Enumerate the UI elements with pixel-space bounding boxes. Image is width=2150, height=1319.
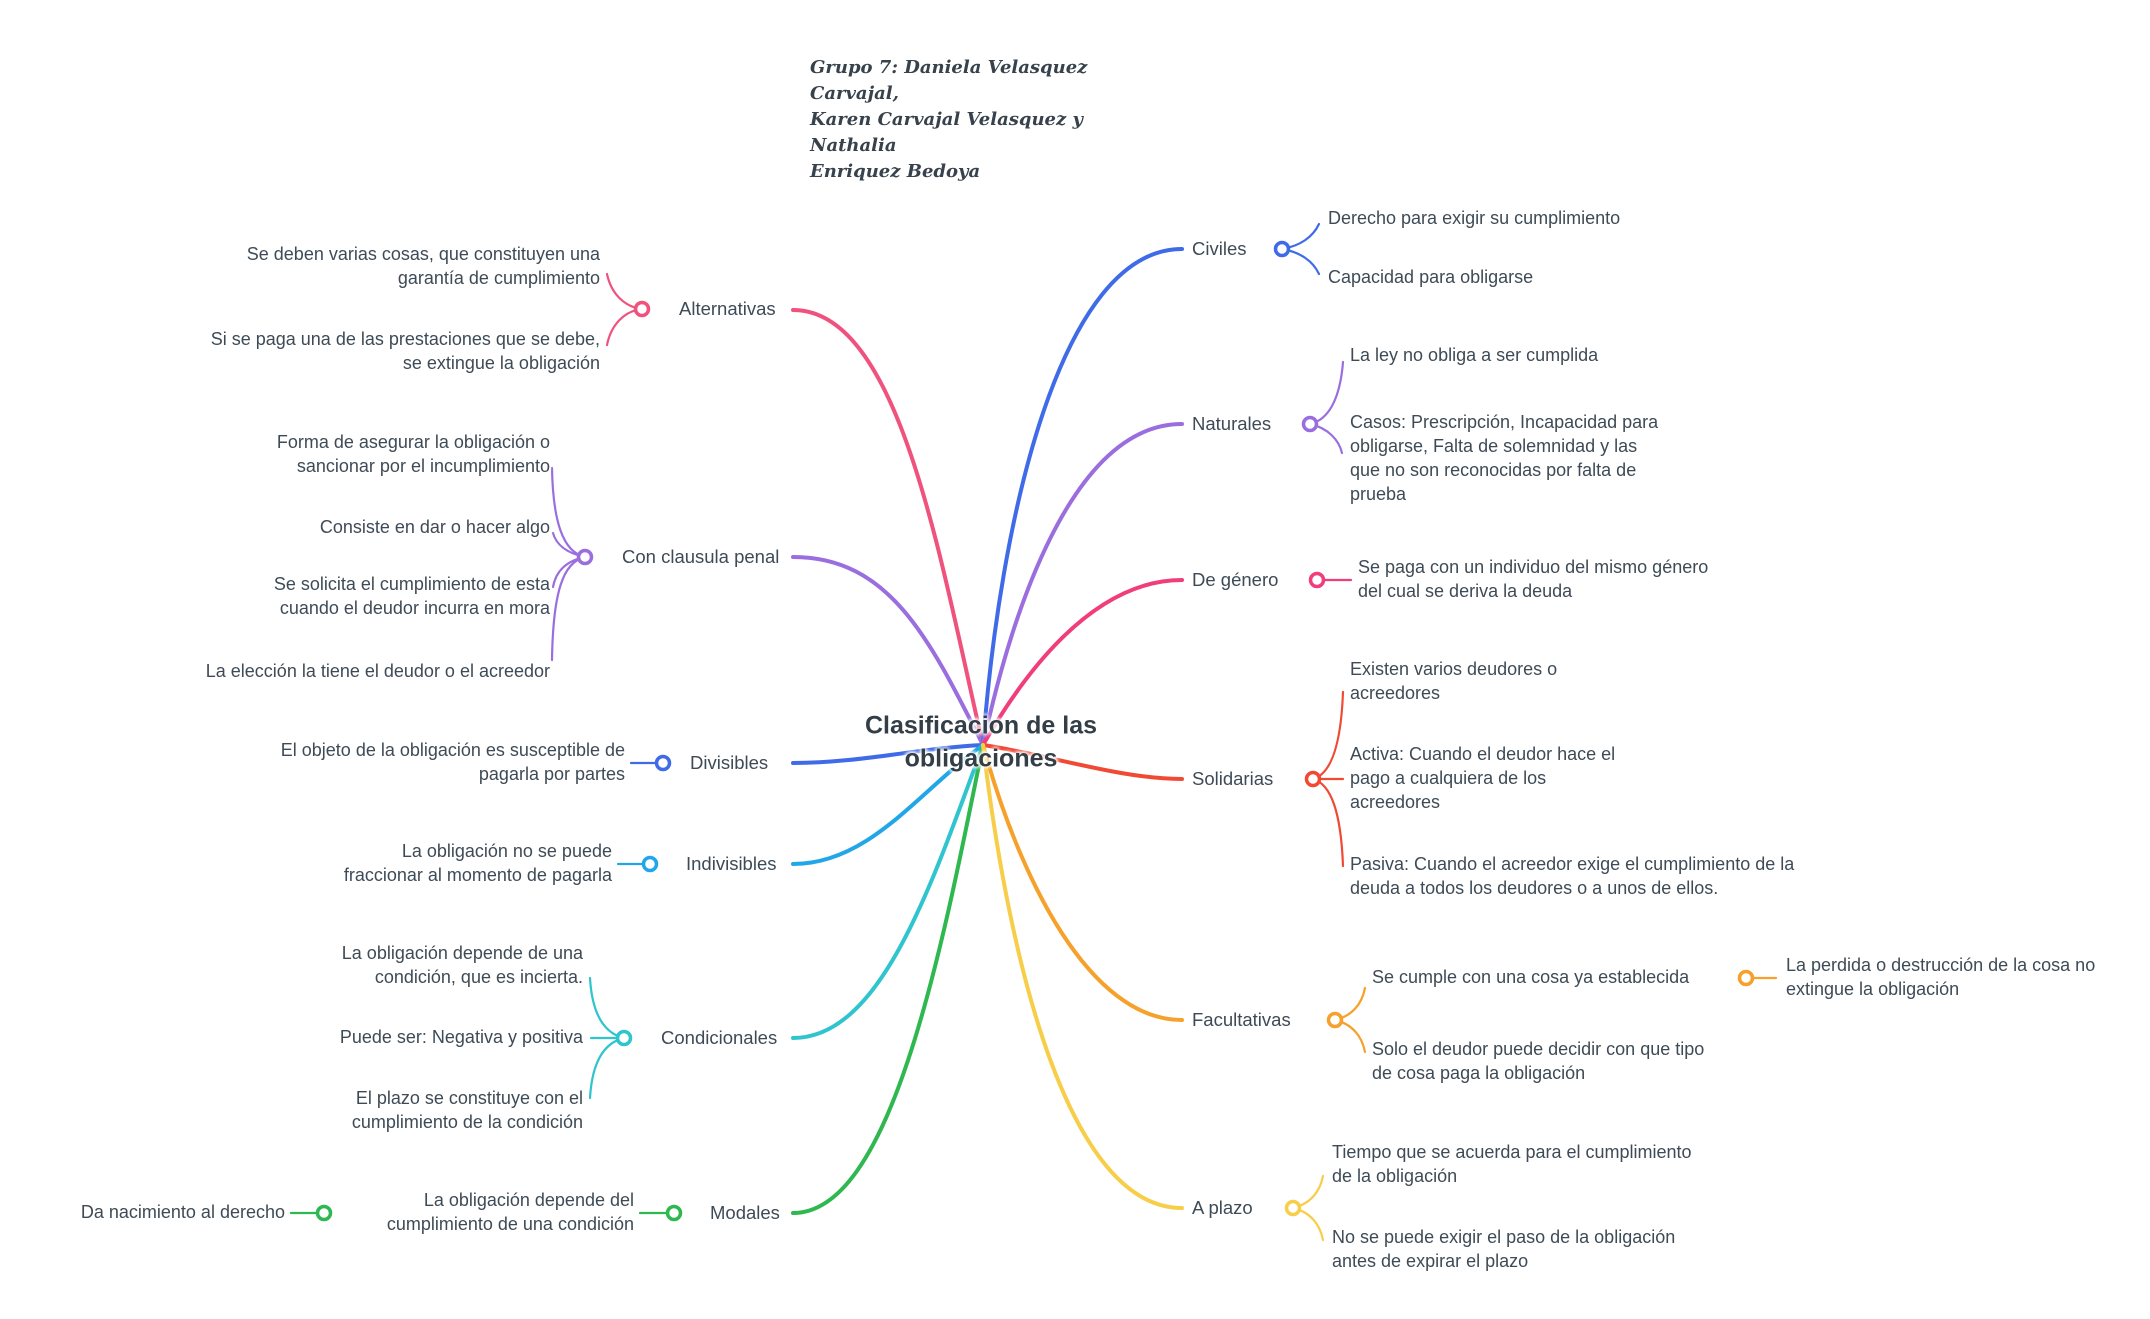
- branch-label-solidarias[interactable]: Solidarias: [1192, 768, 1274, 789]
- child-text-condicionales-1[interactable]: La obligación depende de una condición, …: [341, 943, 583, 987]
- child-text-condicionales-3[interactable]: El plazo se constituye con el cumplimien…: [351, 1088, 583, 1132]
- branch-curve: [791, 743, 985, 765]
- child-text-con-clausula-4[interactable]: La elección la tiene el deudor o el acre…: [205, 661, 550, 682]
- branch-curve: [791, 308, 985, 747]
- branch-a-plazo-wires: [981, 743, 1325, 1242]
- branch-solidarias-wires: [981, 690, 1345, 868]
- child-text-modales-1[interactable]: La obligación depende del cumplimiento d…: [386, 1190, 634, 1234]
- child-text-naturales-1[interactable]: La ley no obliga a ser cumplida: [1350, 345, 1599, 366]
- child-text-alternativas-2[interactable]: Si se paga una de las prestaciones que s…: [210, 329, 600, 373]
- branch-indivisibles-wires: [616, 743, 985, 873]
- branch-alternativas-wires: [605, 272, 985, 747]
- branch-curve: [981, 743, 1184, 1022]
- child-text-civiles-2[interactable]: Capacidad para obligarse: [1328, 267, 1534, 288]
- header-credit[interactable]: Grupo 7: Daniela Velasquez Carvajal, Kar…: [810, 57, 1088, 183]
- child-curve: [550, 555, 587, 662]
- node-dot[interactable]: [665, 1204, 683, 1222]
- branch-curve: [981, 422, 1184, 747]
- child-text-alternativas-1[interactable]: Se deben varias cosas, que constituyen u…: [246, 244, 600, 288]
- branch-curve: [981, 247, 1184, 747]
- node-dot[interactable]: [1301, 415, 1319, 433]
- node-dot[interactable]: [315, 1204, 333, 1222]
- node-dot[interactable]: [1326, 1011, 1344, 1029]
- branch-label-de-genero[interactable]: De género: [1192, 569, 1279, 590]
- branch-label-facultativas[interactable]: Facultativas: [1192, 1009, 1291, 1030]
- grandchild-text-facultativas-1[interactable]: La perdida o destrucción de la cosa no e…: [1786, 955, 2096, 999]
- branch-civiles-wires: [981, 222, 1321, 747]
- branch-curve: [791, 743, 985, 1040]
- child-curve: [1311, 777, 1345, 868]
- branch-divisibles-wires: [629, 743, 985, 772]
- child-text-civiles-1[interactable]: Derecho para exigir su cumplimiento: [1328, 208, 1621, 229]
- child-curve: [550, 466, 587, 559]
- branch-naturales-wires: [981, 360, 1345, 747]
- node-dot[interactable]: [1304, 770, 1322, 788]
- node-dot[interactable]: [641, 855, 659, 873]
- child-text-facultativas-2[interactable]: Solo el deudor puede decidir con que tip…: [1372, 1039, 1705, 1083]
- child-curve: [1308, 360, 1345, 426]
- child-curve: [588, 976, 626, 1040]
- node-dot[interactable]: [1273, 240, 1291, 258]
- branch-label-indivisibles[interactable]: Indivisibles: [686, 853, 777, 874]
- child-text-con-clausula-2[interactable]: Consiste en dar o hacer algo: [319, 517, 550, 538]
- child-text-condicionales-2[interactable]: Puede ser: Negativa y positiva: [339, 1027, 583, 1048]
- child-text-con-clausula-3[interactable]: Se solicita el cumplimiento de esta cuan…: [273, 574, 550, 618]
- root-node-title[interactable]: Clasificacion de las obligaciones: [864, 711, 1098, 773]
- child-curve: [588, 1036, 626, 1100]
- node-dot[interactable]: [1737, 969, 1755, 987]
- node-dot[interactable]: [654, 754, 672, 772]
- child-text-con-clausula-1[interactable]: Forma de asegurar la obligación o sancio…: [276, 432, 550, 476]
- branch-label-condicionales[interactable]: Condicionales: [661, 1027, 778, 1048]
- child-text-divisibles-1[interactable]: El objeto de la obligación es susceptibl…: [280, 740, 625, 784]
- branch-label-divisibles[interactable]: Divisibles: [690, 752, 769, 773]
- branch-modales-wires: [289, 743, 985, 1222]
- branch-curve: [791, 555, 985, 747]
- branch-de-genero-wires: [981, 571, 1353, 747]
- branch-curve: [981, 743, 1184, 1210]
- node-dot[interactable]: [1308, 571, 1326, 589]
- branch-curve: [981, 743, 1184, 781]
- branch-label-con-clausula-penal[interactable]: Con clausula penal: [622, 546, 780, 567]
- child-text-naturales-2[interactable]: Casos: Prescripción, Incapacidad para ob…: [1350, 412, 1659, 504]
- child-text-solidarias-2[interactable]: Activa: Cuando el deudor hace el pago a …: [1350, 744, 1616, 812]
- node-dot[interactable]: [615, 1029, 633, 1047]
- branch-label-naturales[interactable]: Naturales: [1192, 413, 1272, 434]
- branch-label-modales[interactable]: Modales: [710, 1202, 780, 1223]
- branch-con-clausula-wires: [550, 466, 985, 747]
- child-text-de-genero-1[interactable]: Se paga con un individuo del mismo géner…: [1358, 557, 1709, 601]
- branch-facultativas-wires: [981, 743, 1778, 1054]
- branch-label-a-plazo[interactable]: A plazo: [1192, 1197, 1253, 1218]
- branch-condicionales-wires: [588, 743, 985, 1100]
- child-text-a-plazo-2[interactable]: No se puede exigir el paso de la obligac…: [1332, 1227, 1676, 1271]
- branch-label-civiles[interactable]: Civiles: [1192, 238, 1247, 259]
- child-text-indivisibles-1[interactable]: La obligación no se puede fraccionar al …: [343, 841, 612, 885]
- child-curve: [1311, 690, 1345, 781]
- node-dot[interactable]: [633, 300, 651, 318]
- grandchild-text-modales-1[interactable]: Da nacimiento al derecho: [80, 1202, 285, 1223]
- child-text-facultativas-1[interactable]: Se cumple con una cosa ya establecida: [1372, 967, 1690, 988]
- branch-label-alternativas[interactable]: Alternativas: [679, 298, 776, 319]
- child-text-solidarias-1[interactable]: Existen varios deudores o acreedores: [1350, 659, 1558, 703]
- child-text-solidarias-3[interactable]: Pasiva: Cuando el acreedor exige el cump…: [1350, 854, 1795, 898]
- node-dot[interactable]: [1284, 1199, 1302, 1217]
- branch-curve: [791, 743, 985, 866]
- branch-curve: [981, 578, 1184, 747]
- node-dot[interactable]: [576, 548, 594, 566]
- branch-curve: [791, 743, 985, 1215]
- child-text-a-plazo-1[interactable]: Tiempo que se acuerda para el cumplimien…: [1332, 1142, 1692, 1186]
